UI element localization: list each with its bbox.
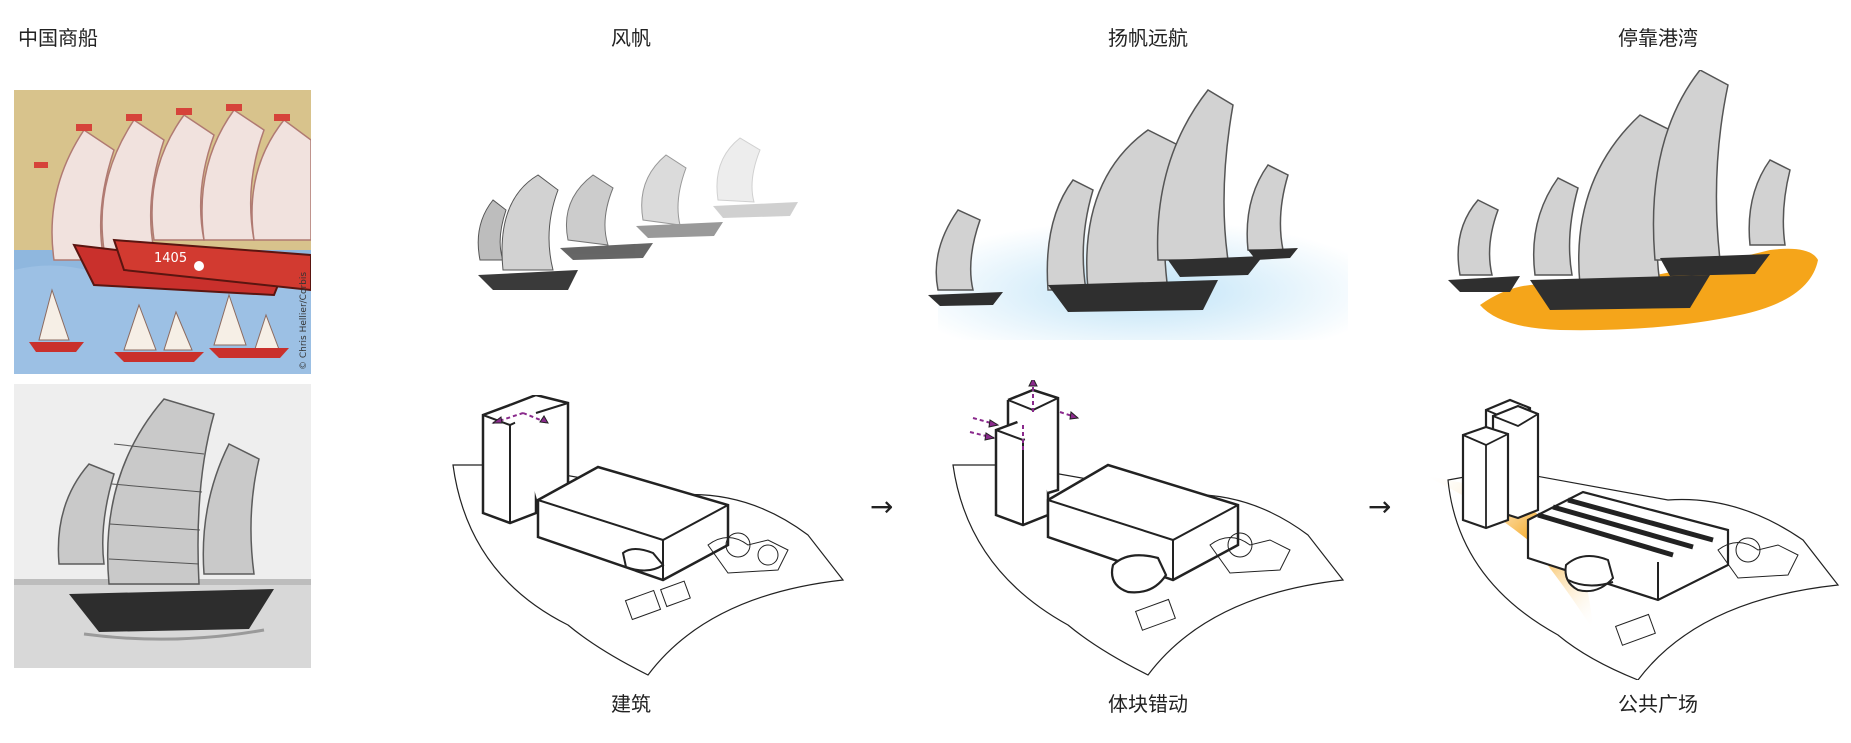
- fleet-painting: 1405 © Chris Hellier/Corbis: [14, 90, 311, 374]
- public-plaza-diagram: [1418, 390, 1848, 680]
- caption-architecture: 建筑: [611, 692, 651, 716]
- harbor-docking-sketch: [1440, 70, 1830, 340]
- photo-credit: © Chris Hellier/Corbis: [299, 272, 309, 370]
- massing-offset-diagram: [948, 380, 1348, 680]
- arrow-right-icon: →: [1368, 490, 1392, 523]
- arrow-right-icon: →: [870, 490, 894, 523]
- caption-public-plaza: 公共广场: [1618, 692, 1698, 716]
- junk-boat-photo: [14, 384, 311, 668]
- sails-sketch: [468, 130, 798, 310]
- title-setting-sail: 扬帆远航: [1108, 26, 1188, 50]
- title-chinese-merchant-ship: 中国商船: [18, 26, 98, 50]
- architecture-massing-diagram: [448, 395, 848, 680]
- title-sails: 风帆: [611, 26, 651, 50]
- sailing-voyage-sketch: [918, 80, 1368, 350]
- caption-massing-offset: 体块错动: [1108, 692, 1188, 716]
- title-harbor-docking: 停靠港湾: [1618, 26, 1698, 50]
- hull-number: 1405: [154, 251, 187, 266]
